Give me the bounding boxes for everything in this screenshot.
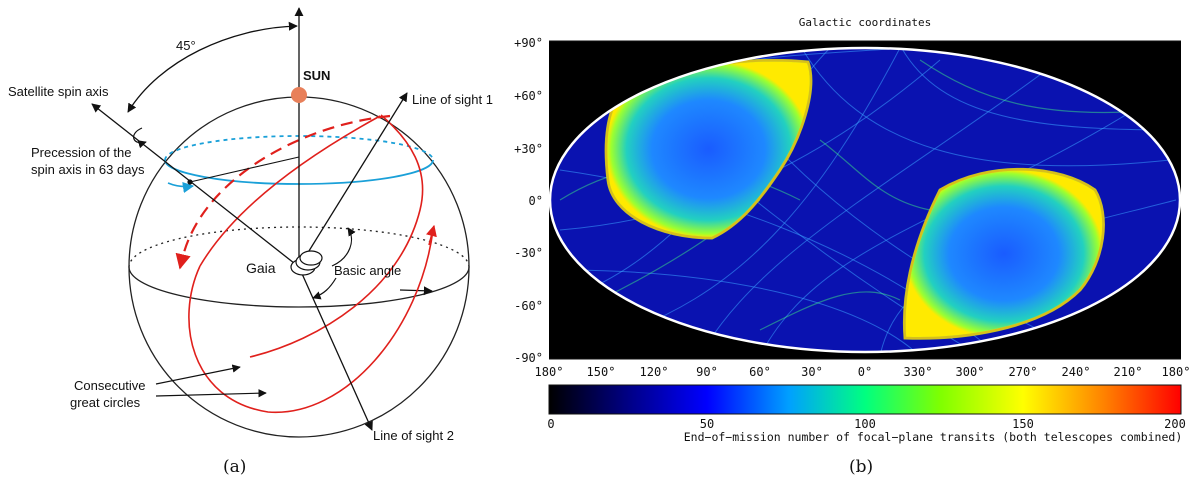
lon-tick-label: 150° — [587, 365, 616, 379]
colorbar-tick-label: 50 — [700, 417, 714, 431]
lat-tick-label: -90° — [514, 351, 543, 365]
lon-tick-label: 180° — [535, 365, 564, 379]
colorbar — [548, 384, 1182, 415]
lat-tick-label: +30° — [514, 142, 543, 156]
colorbar-tick-label: 0 — [547, 417, 554, 431]
great-circles-label-line1: Consecutive — [74, 378, 146, 393]
colorbar-tick-labels: 0 50 100 150 200 — [547, 417, 1185, 431]
lat-tick-label: 0° — [529, 194, 543, 208]
lat-tick-label: +60° — [514, 89, 543, 103]
great-circle-dashed — [180, 114, 391, 261]
panel-b-sky-map: Galactic coordinates — [514, 16, 1190, 477]
lon-tick-label: 180° — [1162, 365, 1191, 379]
basic-angle-arc-upper — [331, 227, 356, 267]
lon-tick-label: 60° — [749, 365, 771, 379]
equator-front — [128, 266, 470, 308]
lat-tick-label: +90° — [514, 36, 543, 50]
panel-a-caption: (a) — [223, 457, 246, 477]
great-circle-dashed-arrow — [175, 252, 191, 270]
lat-tick-label: -30° — [514, 246, 543, 260]
great-circles-pointer-2 — [155, 389, 267, 398]
lon-tick-label: 240° — [1062, 365, 1091, 379]
precession-radius-line — [189, 156, 300, 183]
great-circles-label-line2: great circles — [70, 395, 141, 410]
great-circles-pointer-1 — [155, 364, 241, 385]
line-of-sight-2-label: Line of sight 2 — [373, 428, 454, 443]
sky-density-map — [550, 48, 1180, 352]
lat-tick-label: -60° — [514, 299, 543, 313]
great-circle-inner — [249, 114, 424, 358]
sun-marker — [291, 87, 307, 103]
latitude-tick-labels: +90° +60° +30° 0° -30° -60° -90° — [514, 36, 543, 365]
colorbar-tick-label: 150 — [1012, 417, 1034, 431]
line-of-sight-2 — [298, 266, 373, 431]
lon-tick-label: 330° — [904, 365, 933, 379]
line-of-sight-1-label: Line of sight 1 — [412, 92, 493, 107]
angle-45-arc — [127, 21, 298, 113]
lon-tick-label: 300° — [956, 365, 985, 379]
map-frame-ticks — [549, 40, 1181, 360]
basic-angle-label: Basic angle — [334, 263, 401, 278]
line-of-sight-1 — [298, 92, 408, 268]
colorbar-tick-label: 100 — [854, 417, 876, 431]
gaia-label: Gaia — [246, 260, 276, 276]
colorbar-tick-label: 200 — [1164, 417, 1186, 431]
spin-axis-line — [91, 103, 300, 268]
panel-b-caption: (b) — [849, 457, 873, 477]
sky-map-title: Galactic coordinates — [799, 16, 931, 29]
precession-label-line2: spin axis in 63 days — [31, 162, 145, 177]
longitude-tick-labels: 180° 150° 120° 90° 60° 30° 0° 330° 300° … — [535, 365, 1191, 379]
lon-tick-label: 210° — [1114, 365, 1143, 379]
lon-tick-label: 90° — [696, 365, 718, 379]
lon-tick-label: 0° — [858, 365, 872, 379]
basic-angle-arc-lower — [312, 277, 337, 300]
gaia-satellite-icon — [290, 250, 323, 276]
great-circle-outer — [188, 229, 434, 413]
lon-tick-label: 120° — [640, 365, 669, 379]
angle-45-label: 45° — [176, 38, 196, 53]
sky-projection-boundary — [548, 46, 1182, 354]
spin-axis-label: Satellite spin axis — [8, 84, 109, 99]
panel-a-scanning-law: SUN 45° Satellite spin axis Precession o… — [8, 7, 493, 477]
spin-rotation-arrow — [133, 127, 147, 149]
great-circle-outer-arrow — [426, 224, 437, 246]
sun-label: SUN — [303, 68, 330, 83]
lon-tick-label: 270° — [1009, 365, 1038, 379]
great-circle-top — [199, 115, 381, 267]
equator-rotation-arrow — [399, 286, 433, 296]
lon-tick-label: 30° — [801, 365, 823, 379]
precession-arrow — [167, 181, 195, 194]
precession-label-line1: Precession of the — [31, 145, 131, 160]
colorbar-label: End−of−mission number of focal−plane tra… — [684, 430, 1183, 444]
